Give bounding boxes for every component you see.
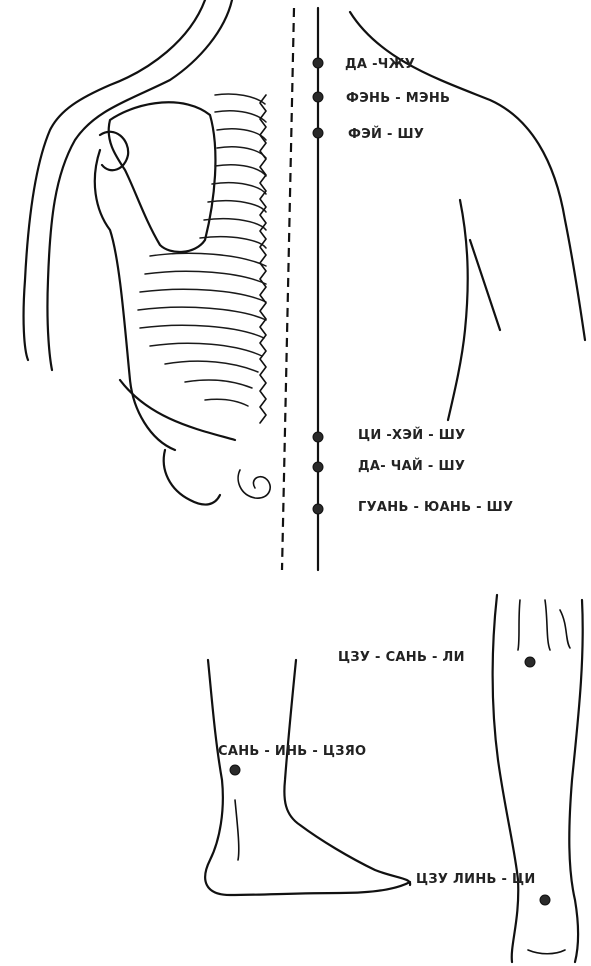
point-guan-yuan-shu (313, 504, 323, 514)
point-qi-hai-shu (313, 432, 323, 442)
point-da-zhui (313, 58, 323, 68)
label-qi-hai-shu: ЦИ -ХЭЙ - ШУ (358, 428, 465, 443)
label-feng-men: ФЭНЬ - МЭНЬ (346, 91, 450, 106)
point-fei-shu (313, 128, 323, 138)
point-feng-men (313, 92, 323, 102)
label-da-chang-shu: ДА- ЧАЙ - ШУ (358, 459, 465, 474)
label-da-zhui: ДА -ЧЖУ (345, 57, 415, 72)
label-fei-shu: ФЭЙ - ШУ (348, 127, 424, 142)
acupuncture-points (230, 58, 550, 905)
point-zu-san-li (525, 657, 535, 667)
point-san-yin-jiao (230, 765, 240, 775)
label-san-yin-jiao: САНЬ - ИНЬ - ЦЗЯО (218, 744, 366, 759)
label-guan-yuan-shu: ГУАНЬ - ЮАНЬ - ШУ (358, 500, 513, 515)
label-zu-san-li: ЦЗУ - САНЬ - ЛИ (338, 650, 465, 665)
back-outline (24, 0, 585, 505)
point-zu-lin-qi (540, 895, 550, 905)
spine-lines (282, 8, 318, 570)
leg-right-outline (493, 595, 583, 962)
point-da-chang-shu (313, 462, 323, 472)
leg-left-outline (205, 660, 410, 895)
scapula (100, 102, 215, 252)
ribs-hatching (138, 94, 266, 423)
label-zu-lin-qi: ЦЗУ ЛИНЬ - ЦИ (416, 872, 536, 887)
